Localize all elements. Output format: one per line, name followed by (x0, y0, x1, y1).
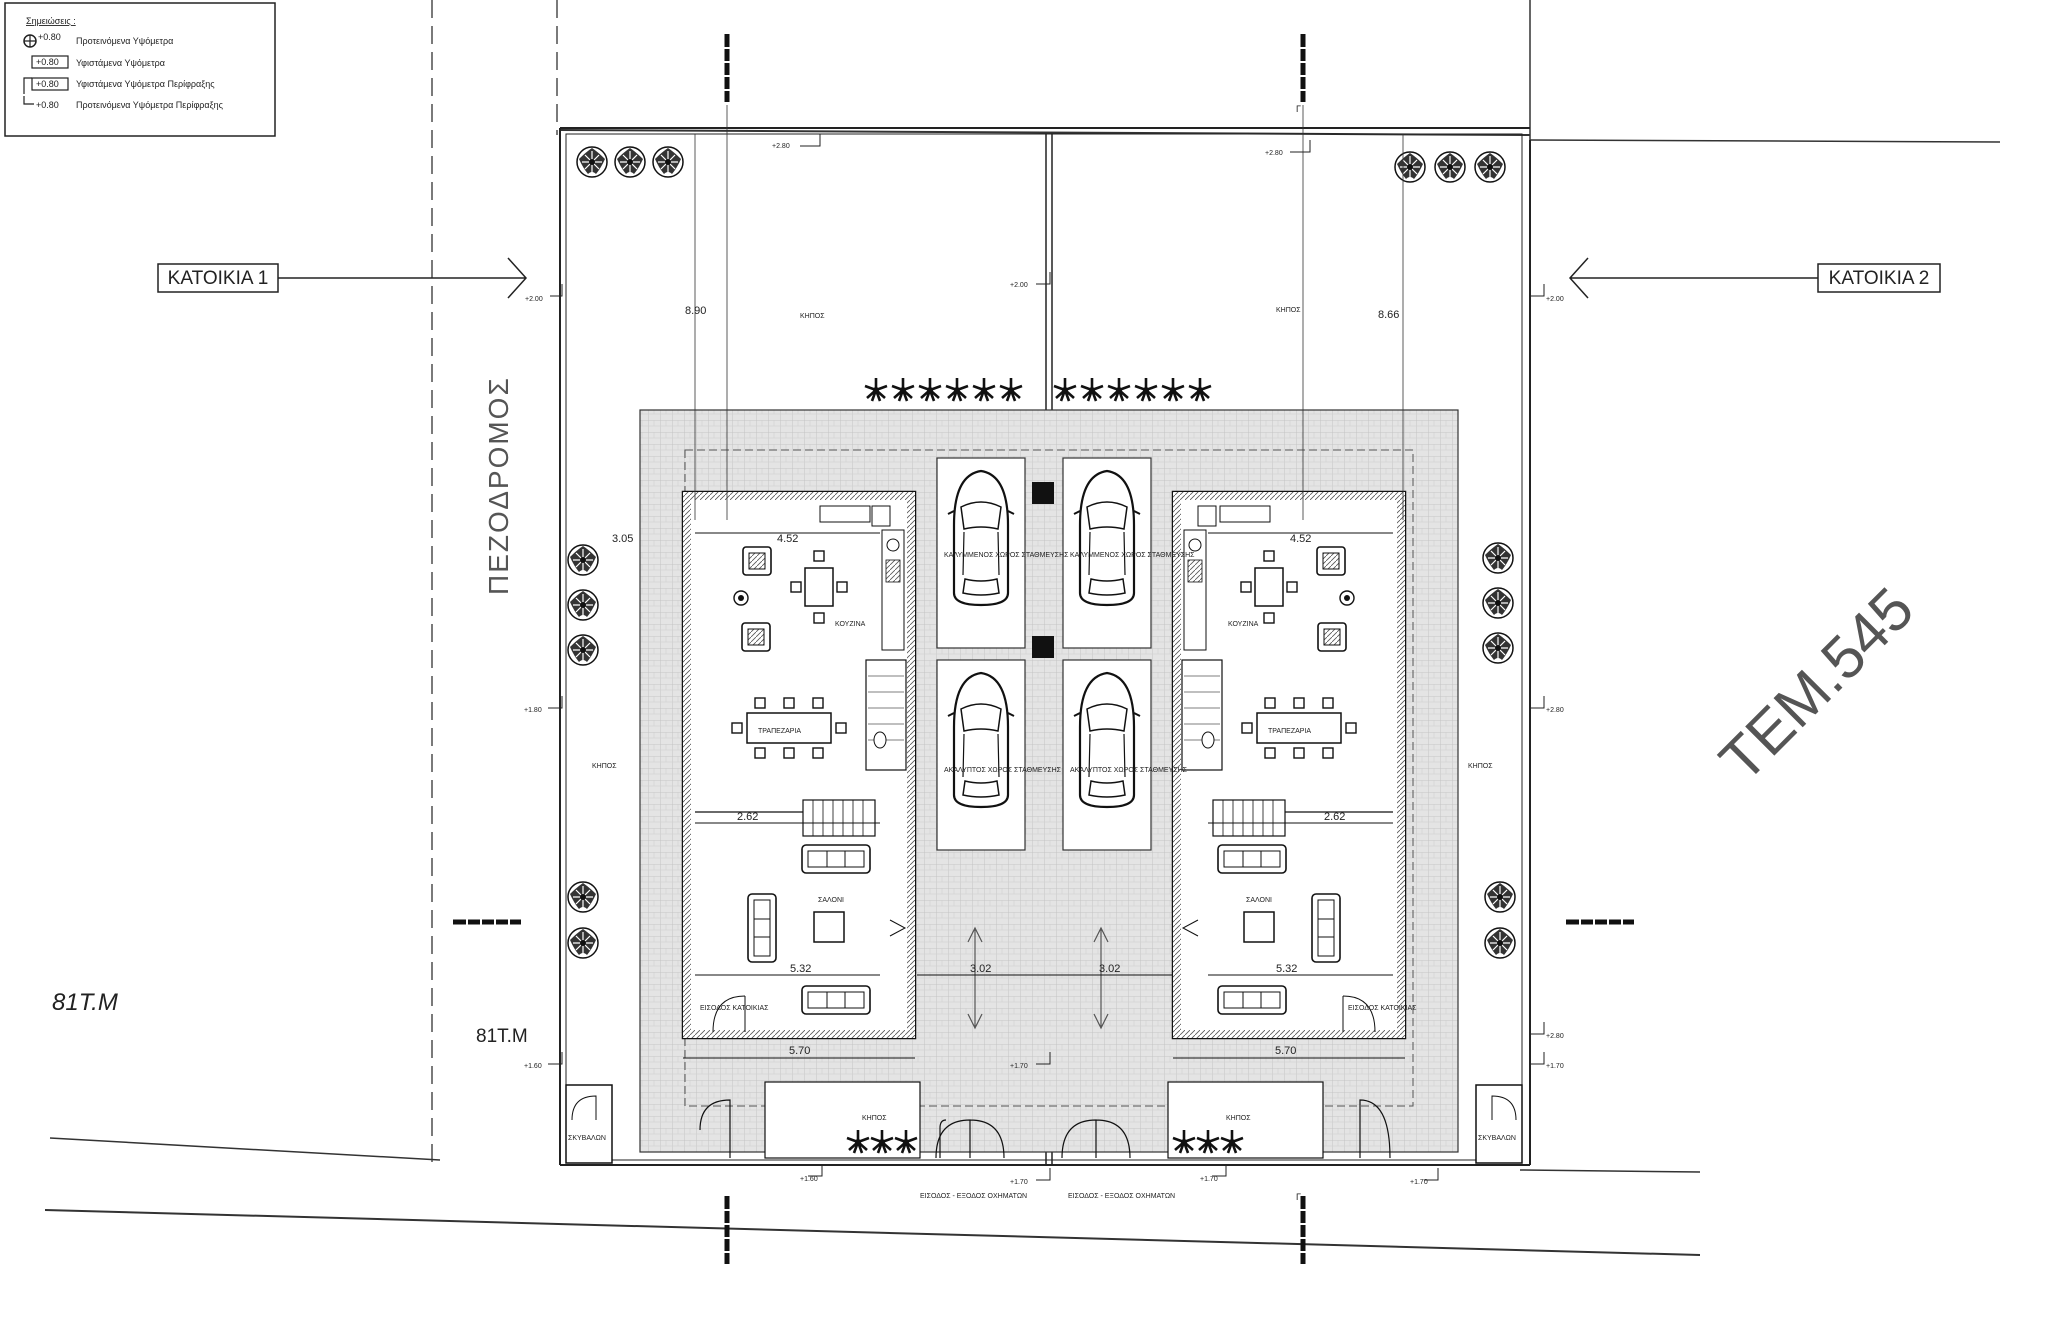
level-280-c: +2.80 (1546, 707, 1564, 714)
garbage-bin-1 (565, 1084, 613, 1164)
area-label-small: 81Τ.Μ (476, 1026, 528, 1047)
level-280-d: +2.80 (1546, 1033, 1564, 1040)
level-170-b: +1.70 (1010, 1179, 1028, 1186)
house-2-label: ΚΑΤΟΙΚΙΑ 2 (1829, 268, 1930, 289)
garden-label-1: ΚΗΠΟΣ (800, 313, 825, 320)
dining-label-2: ΤΡΑΠΕΖΑΡΙΑ (1268, 728, 1311, 735)
parking-covered-label-2: ΚΑΛΥΜΜΕΝΟΣ ΧΩΡΟΣ ΣΤΑΘΜΕΥΣΗΣ (1070, 552, 1195, 559)
dim-866: 8.66 (1378, 309, 1399, 321)
level-170-d: +1.70 (1546, 1063, 1564, 1070)
section-mark-bottom: Γ (1296, 1192, 1301, 1202)
legend-box: Σημειώσεις : +0.80 Προτεινόμενα Υψόμετρα… (4, 2, 276, 137)
garden-label-5: ΚΗΠΟΣ (1226, 1115, 1251, 1122)
garden-label-3: ΚΗΠΟΣ (592, 763, 617, 770)
legend-code-1: +0.80 (38, 32, 61, 42)
dim-302-a: 3.02 (970, 963, 991, 975)
dimension-labels: 8.90 8.66 4.52 4.52 3.05 2.62 2.62 5.32 … (612, 134, 1404, 1057)
area-label-large: 81Τ.Μ (52, 989, 118, 1016)
level-280-a: +2.80 (772, 143, 790, 150)
house-2-callout: ΚΑΤΟΙΚΙΑ 2 (1568, 257, 1941, 299)
level-280-b: +2.80 (1265, 150, 1283, 157)
house-1-label: ΚΑΤΟΙΚΙΑ 1 (168, 268, 269, 289)
living-label-1: ΣΑΛΟΝΙ (818, 897, 844, 904)
car-entrance-label-2: ΕΙΣΟΔΟΣ - ΕΞΟΔΟΣ ΟΧΗΜΑΤΩΝ (1068, 1193, 1175, 1200)
kitchen-label-2: ΚΟΥΖΙΝΑ (1228, 621, 1259, 628)
fence-proposed-symbol-icon (23, 96, 34, 105)
legend-text-4: Προτεινόμενα Υψόμετρα Περίφραξης (76, 100, 224, 110)
level-200-a: +2.00 (525, 296, 543, 303)
dim-262-a: 2.62 (737, 811, 758, 823)
front-gates (699, 1081, 1391, 1159)
kitchen-label-1: ΚΟΥΖΙΝΑ (835, 621, 866, 628)
car-entrance-label-1: ΕΙΣΟΔΟΣ - ΕΞΟΔΟΣ ΟΧΗΜΑΤΩΝ (920, 1193, 1027, 1200)
fence-existing-symbol-icon (31, 77, 69, 91)
garbage-label-1: ΣΚΥΒΑΛΩΝ (568, 1135, 606, 1142)
section-mark-top: Γ (1296, 104, 1301, 114)
legend-text-2: Υφιστάμενα Υψόμετρα (76, 58, 165, 68)
legend-text-3: Υφιστάμενα Υψόμετρα Περίφραξης (76, 79, 215, 89)
garbage-bin-2 (1475, 1084, 1523, 1164)
plot-number-label: ΤΕΜ.545 (1707, 575, 1927, 795)
parking-covered-label-1: ΚΑΛΥΜΜΕΝΟΣ ΧΩΡΟΣ ΣΤΑΘΜΕΥΣΗΣ (944, 552, 1069, 559)
garden-label-6: ΚΗΠΟΣ (862, 1115, 887, 1122)
level-markers: +2.80 +2.80 +2.00 +2.00 +2.00 +1.80 +2.8… (524, 134, 1564, 1186)
room-labels: ΚΗΠΟΣ ΚΗΠΟΣ ΚΗΠΟΣ ΚΗΠΟΣ ΚΗΠΟΣ ΚΗΠΟΣ ΚΟΥΖ… (568, 307, 1516, 1200)
house-1-callout: ΚΑΤΟΙΚΙΑ 1 (157, 257, 528, 299)
dining-label-1: ΤΡΑΠΕΖΑΡΙΑ (758, 728, 801, 735)
dim-890: 8.90 (685, 305, 706, 317)
dim-452-a: 4.52 (777, 533, 798, 545)
legend-code-2: +0.80 (36, 57, 59, 67)
dim-532-b: 5.32 (1276, 963, 1297, 975)
level-180: +1.80 (524, 707, 542, 714)
legend-title: Σημειώσεις : (26, 16, 76, 26)
level-170-c: +1.70 (1200, 1176, 1218, 1183)
dim-532-a: 5.32 (790, 963, 811, 975)
section-marks: Γ Γ (452, 33, 1635, 1265)
living-label-2: ΣΑΛΟΝΙ (1246, 897, 1272, 904)
level-160-a: +1.60 (524, 1063, 542, 1070)
garden-label-2: ΚΗΠΟΣ (1276, 307, 1301, 314)
garbage-label-2: ΣΚΥΒΑΛΩΝ (1478, 1135, 1516, 1142)
legend-code-4: +0.80 (36, 100, 59, 110)
property-lines (44, 0, 2001, 1256)
dim-570-a: 5.70 (789, 1045, 810, 1057)
entrance-label-2: ΕΙΣΟΔΟΣ ΚΑΤΟΙΚΙΑΣ (1348, 1005, 1417, 1012)
existing-level-symbol-icon (31, 55, 69, 69)
parking-area (917, 457, 1173, 1030)
level-200-b: +2.00 (1010, 282, 1028, 289)
dim-452-b: 4.52 (1290, 533, 1311, 545)
level-170-a: +1.70 (1010, 1063, 1028, 1070)
dim-570-b: 5.70 (1275, 1045, 1296, 1057)
dim-262-b: 2.62 (1324, 811, 1345, 823)
house-1-plan (681, 490, 917, 1059)
dim-305: 3.05 (612, 533, 633, 545)
dim-302-b: 3.02 (1099, 963, 1120, 975)
parking-open-label-1: ΑΚΑΛΥΠΤΟΣ ΧΩΡΟΣ ΣΤΑΘΜΕΥΣΗΣ (944, 767, 1062, 774)
road-label: ΠΕΖΟΔΡΟΜΟΣ (483, 376, 514, 595)
house-2-plan (1171, 490, 1407, 1059)
entrance-label-1: ΕΙΣΟΔΟΣ ΚΑΤΟΙΚΙΑΣ (700, 1005, 769, 1012)
legend-text-1: Προτεινόμενα Υψόμετρα (76, 36, 173, 46)
level-160-b: +1.60 (800, 1176, 818, 1183)
level-200-c: +2.00 (1546, 296, 1564, 303)
legend-code-3: +0.80 (36, 79, 59, 89)
garden-label-4: ΚΗΠΟΣ (1468, 763, 1493, 770)
level-170-e: +1.70 (1410, 1179, 1428, 1186)
parking-open-label-2: ΑΚΑΛΥΠΤΟΣ ΧΩΡΟΣ ΣΤΑΘΜΕΥΣΗΣ (1070, 767, 1188, 774)
